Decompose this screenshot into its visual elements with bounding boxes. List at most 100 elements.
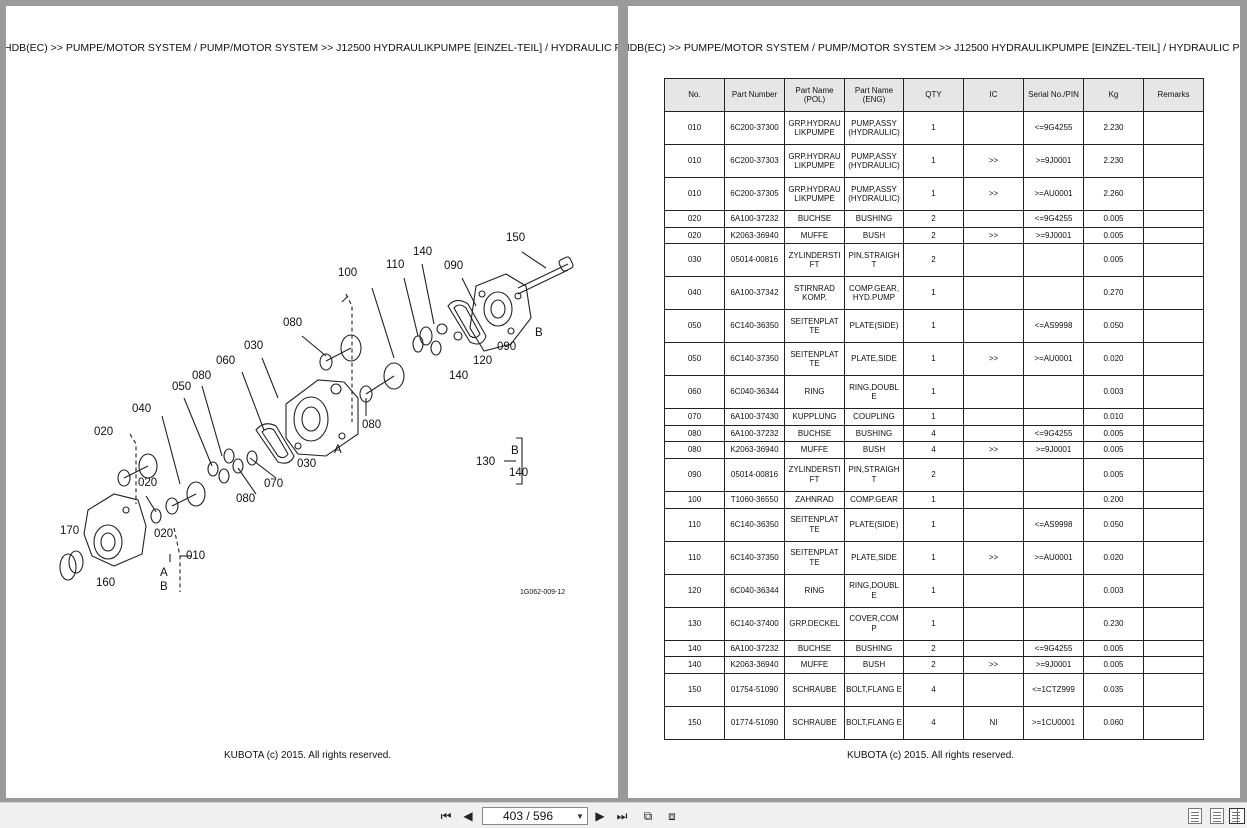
prev-page-icon[interactable]: ◀ — [463, 809, 473, 823]
cell-ic — [963, 424, 1024, 443]
cell-kg: 2.230 — [1083, 144, 1144, 178]
cell-part-number: 6A100-37232 — [724, 210, 785, 228]
cell-part-name-pol: ZYLINDERSTI FT — [784, 457, 845, 492]
cell-no: 030 — [664, 243, 725, 278]
callout-label: 080 — [192, 370, 211, 382]
page-number-value: 403 / 596 — [502, 809, 554, 823]
cell-part-name-pol: SEITENPLAT TE — [784, 309, 845, 344]
cell-part-number: 6A100-37232 — [724, 424, 785, 443]
col-header-part-number: Part Number — [724, 78, 785, 112]
cell-ic — [963, 111, 1024, 145]
cell-no: 010 — [664, 144, 725, 178]
cell-serial: >=AU0001 — [1023, 177, 1084, 211]
cell-part-name-pol: GRP.DECKEL — [784, 606, 845, 641]
cell-part-number: 6C200-37303 — [724, 144, 785, 178]
cell-kg: 0.020 — [1083, 342, 1144, 377]
next-page-icon[interactable]: ▶ — [595, 809, 605, 823]
page-number-select[interactable]: 403 / 596 ▼ — [482, 807, 588, 825]
rotate-icon[interactable]: ⧈ — [668, 808, 676, 823]
cell-remarks — [1143, 309, 1204, 344]
cell-remarks — [1143, 672, 1204, 707]
cell-remarks — [1143, 441, 1204, 459]
cell-remarks — [1143, 507, 1204, 542]
cell-part-name-eng: PLATE,SIDE — [844, 540, 904, 575]
callout-label: 140 — [449, 370, 468, 382]
cell-ic: NI — [963, 705, 1024, 740]
single-page-view-icon[interactable] — [1188, 808, 1202, 824]
cell-no: 010 — [664, 111, 725, 145]
cell-qty: 1 — [903, 490, 964, 509]
first-page-icon[interactable]: ⏮ — [440, 808, 452, 823]
cell-qty: 1 — [903, 276, 964, 311]
cell-part-number: K2063-36940 — [724, 656, 785, 674]
last-page-icon[interactable]: ⏭ — [616, 808, 628, 823]
two-page-view-icon[interactable] — [1229, 808, 1245, 824]
cell-part-name-pol: KUPPLUNG — [784, 408, 845, 426]
cell-part-name-eng: BOLT,FLANG E — [844, 672, 904, 707]
cell-part-name-pol: GRP.HYDRAU LIKPUMPE — [784, 177, 845, 211]
cell-part-name-eng: PIN,STRAIGH T — [844, 243, 904, 278]
cell-ic: >> — [963, 226, 1024, 245]
cell-serial — [1023, 490, 1084, 509]
continuous-view-icon[interactable] — [1210, 808, 1224, 824]
cell-remarks — [1143, 457, 1204, 492]
cell-part-number: 6A100-37342 — [724, 276, 785, 311]
cell-serial: >=9J0001 — [1023, 144, 1084, 178]
parts-table: No. Part Number Part Name (POL) Part Nam… — [664, 78, 1204, 740]
cell-remarks — [1143, 639, 1204, 658]
cell-ic — [963, 243, 1024, 278]
callout-label: 040 — [132, 403, 151, 415]
callout-label: B — [535, 327, 543, 339]
cell-part-name-pol: BUCHSE — [784, 424, 845, 443]
cell-qty: 1 — [903, 177, 964, 211]
callout-label: 130 — [476, 456, 495, 468]
cell-kg: 0.270 — [1083, 276, 1144, 311]
col-header-remarks: Remarks — [1143, 78, 1204, 112]
cell-kg: 0.005 — [1083, 457, 1144, 492]
cell-qty: 1 — [903, 375, 964, 410]
cell-serial: <=9G4255 — [1023, 424, 1084, 443]
callout-label: 090 — [497, 341, 516, 353]
callout-label: 150 — [506, 232, 525, 244]
exploded-diagram: 150 140 100 110 090 B 080 030 120 090 06… — [59, 232, 574, 596]
cell-no: 110 — [664, 540, 725, 575]
cell-part-name-pol: RING — [784, 573, 845, 608]
cell-ic — [963, 490, 1024, 509]
col-header-qty: QTY — [903, 78, 964, 112]
cell-remarks — [1143, 540, 1204, 575]
callout-label: 160 — [96, 577, 115, 589]
cell-qty: 1 — [903, 507, 964, 542]
cell-no: 130 — [664, 606, 725, 641]
cell-ic: >> — [963, 342, 1024, 377]
fit-page-icon[interactable]: ⧉ — [643, 808, 653, 823]
cell-part-name-pol: ZAHNRAD — [784, 490, 845, 509]
callout-label: A — [334, 444, 342, 456]
cell-qty: 2 — [903, 656, 964, 674]
callout-label: 080 — [362, 419, 381, 431]
cell-part-name-pol: SEITENPLAT TE — [784, 342, 845, 377]
right-page: HDB(EC) >> PUMPE/MOTOR SYSTEM / PUMP/MOT… — [628, 6, 1240, 798]
cell-no: 150 — [664, 672, 725, 707]
col-header-part-name-eng: Part Name (ENG) — [844, 78, 904, 112]
cell-part-name-eng: COVER,COM P — [844, 606, 904, 641]
cell-qty: 4 — [903, 705, 964, 740]
callout-label: 170 — [60, 525, 79, 537]
cell-part-name-pol: RING — [784, 375, 845, 410]
cell-remarks — [1143, 705, 1204, 740]
cell-kg: 0.005 — [1083, 656, 1144, 674]
cell-part-name-pol: GRP.HYDRAU LIKPUMPE — [784, 111, 845, 145]
cell-part-number: T1060-36550 — [724, 490, 785, 509]
cell-serial — [1023, 457, 1084, 492]
cell-kg: 0.020 — [1083, 540, 1144, 575]
callout-label: 110 — [386, 259, 404, 271]
cell-no: 040 — [664, 276, 725, 311]
chevron-down-icon[interactable]: ▼ — [576, 811, 584, 821]
cell-part-name-eng: PLATE,SIDE — [844, 342, 904, 377]
cell-kg: 0.005 — [1083, 226, 1144, 245]
cell-serial: <=9G4255 — [1023, 210, 1084, 228]
